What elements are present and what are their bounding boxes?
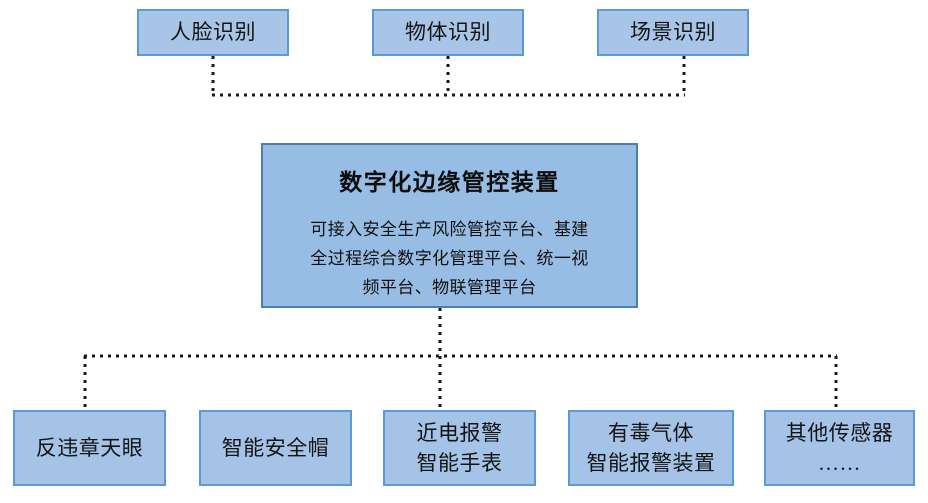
hub-title: 数字化边缘管控装置 [339, 170, 560, 195]
node-label: 其他传感器 …… [785, 420, 894, 475]
node-smart-helmet[interactable]: 智能安全帽 [199, 410, 352, 486]
node-label: 人脸识别 [170, 19, 256, 44]
node-label: 场景识别 [630, 19, 716, 44]
node-toxic-gas-alarm[interactable]: 有毒气体 智能报警装置 [568, 410, 734, 486]
node-scene-recognition[interactable]: 场景识别 [597, 9, 749, 56]
node-label: 近电报警 智能手表 [416, 420, 503, 475]
node-face-recognition[interactable]: 人脸识别 [137, 9, 289, 56]
node-label: 物体识别 [405, 19, 491, 44]
node-label: 有毒气体 智能报警装置 [586, 420, 716, 475]
node-object-recognition[interactable]: 物体识别 [372, 9, 524, 56]
node-label: 智能安全帽 [221, 435, 330, 460]
node-label: 反违章天眼 [35, 435, 144, 460]
node-edge-control-device[interactable]: 数字化边缘管控装置 可接入安全生产风险管控平台、基建 全过程综合数字化管理平台、… [261, 143, 638, 308]
node-proximity-alarm-watch[interactable]: 近电报警 智能手表 [383, 410, 536, 486]
node-other-sensors[interactable]: 其他传感器 …… [764, 410, 915, 486]
hub-description: 可接入安全生产风险管控平台、基建 全过程综合数字化管理平台、统一视 频平台、物联… [310, 220, 589, 298]
node-anti-violation-eye[interactable]: 反违章天眼 [13, 410, 166, 486]
